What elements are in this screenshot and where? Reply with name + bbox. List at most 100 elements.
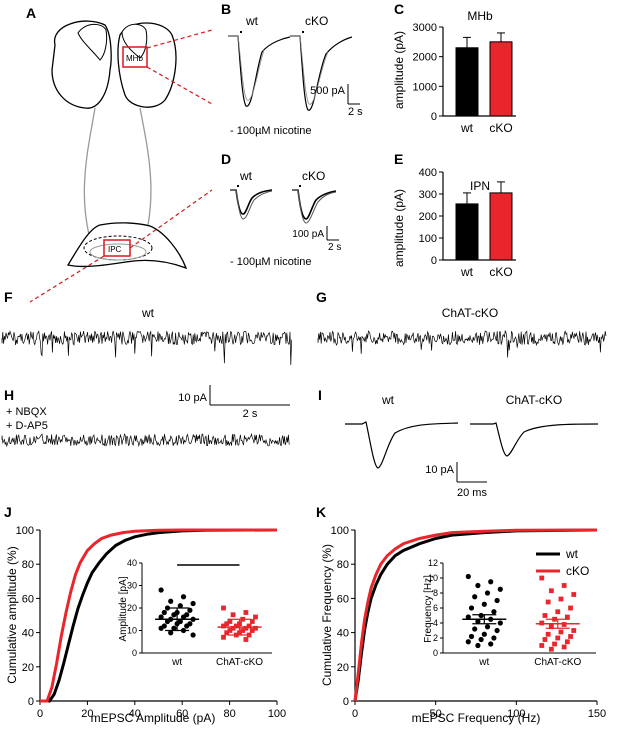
inset-y-tick-label: 10 bbox=[127, 626, 137, 636]
ipc-connector-top bbox=[129, 189, 213, 249]
inset-point bbox=[497, 586, 503, 592]
inset-point bbox=[180, 614, 187, 620]
bar-wt bbox=[455, 47, 479, 117]
bar-cKO bbox=[489, 41, 513, 117]
trace-d-cko-overlay bbox=[292, 189, 337, 224]
inset-point bbox=[494, 627, 500, 634]
cumulative-curve-0 bbox=[40, 528, 278, 703]
left-lobe bbox=[77, 23, 108, 61]
inset-point bbox=[230, 612, 236, 618]
y-tick-label: 100 bbox=[419, 233, 437, 245]
inset-point bbox=[164, 618, 171, 625]
inset-y-tick-label: 10 bbox=[428, 573, 438, 583]
inset-point bbox=[555, 635, 561, 641]
inset-point bbox=[243, 637, 249, 642]
panel-label-i: I bbox=[318, 387, 322, 403]
y-tick-label: 40 bbox=[22, 628, 34, 640]
panel-label-e: E bbox=[394, 151, 403, 167]
inset-point bbox=[558, 629, 564, 635]
trace-h-blocked bbox=[1, 432, 290, 448]
trace-f-wt bbox=[1, 330, 292, 366]
inset-point bbox=[497, 620, 503, 626]
inset-point bbox=[478, 612, 484, 619]
trace-label-f-wt: wt bbox=[141, 306, 155, 320]
inset-point bbox=[548, 624, 554, 630]
inset-y-tick-label: 20 bbox=[127, 603, 137, 613]
right-lobe bbox=[121, 23, 148, 59]
y-tick-label: 1000 bbox=[413, 81, 437, 93]
chart-k-xlabel: mEPSC Frequency (Hz) bbox=[412, 711, 541, 725]
inset-point bbox=[568, 605, 573, 611]
bar-wt bbox=[455, 203, 479, 261]
trace-label-wt: wt bbox=[245, 14, 259, 28]
inset-point bbox=[555, 609, 561, 615]
scale-label-i-y: 10 pA bbox=[425, 464, 454, 476]
x-tick-label: 100 bbox=[507, 708, 525, 720]
inset-point bbox=[545, 599, 551, 605]
chart-j-inset-ylabel: Amplitude [pA] bbox=[118, 576, 129, 641]
inset-y-tick-label: 6 bbox=[433, 603, 438, 613]
panel-label-a: A bbox=[26, 5, 36, 21]
x-tick-label: 150 bbox=[588, 708, 606, 720]
inset-y-tick-label: 0 bbox=[132, 648, 137, 658]
inset-point bbox=[221, 623, 226, 629]
scale-label-b-x: 2 s bbox=[348, 106, 363, 118]
y-tick-label: 20 bbox=[22, 662, 34, 674]
trace-g-cko bbox=[317, 329, 607, 358]
inset-point bbox=[233, 623, 239, 629]
inset-point bbox=[552, 641, 557, 647]
panel-label-k: K bbox=[316, 504, 326, 520]
inset-point bbox=[230, 625, 236, 631]
panel-g: G ChAT-cKO bbox=[316, 289, 607, 358]
scale-label-d-x: 2 s bbox=[328, 242, 341, 253]
y-tick-label: 0 bbox=[343, 696, 349, 708]
inset-point bbox=[168, 630, 174, 636]
inset-category-label: wt bbox=[478, 657, 489, 668]
inset-point bbox=[491, 635, 497, 641]
trace-label-g-cko: ChAT-cKO bbox=[442, 306, 498, 320]
trace-label-cko: cKO bbox=[305, 14, 328, 28]
inset-point bbox=[227, 628, 233, 633]
inset-point bbox=[488, 641, 494, 647]
inset-category-label: wt bbox=[171, 657, 182, 668]
trace-b-wt-overlay bbox=[228, 35, 265, 101]
inset-point bbox=[253, 625, 258, 631]
inset-y-tick-label: 2 bbox=[433, 633, 438, 643]
inset-point bbox=[571, 592, 577, 597]
inset-point bbox=[475, 618, 481, 625]
inset-point bbox=[481, 601, 487, 607]
y-tick-label: 3000 bbox=[413, 22, 437, 34]
inset-background bbox=[142, 559, 272, 653]
chart-k-ylabel: Cumulative Frequency (%) bbox=[320, 544, 334, 686]
panel-f: F wt bbox=[1, 289, 292, 366]
inset-point bbox=[545, 631, 551, 637]
inset-point bbox=[187, 607, 193, 613]
y-tick-label: 40 bbox=[337, 628, 349, 640]
y-tick-label: 80 bbox=[337, 559, 349, 571]
inset-point bbox=[481, 631, 487, 637]
scale-label-i-x: 20 ms bbox=[457, 487, 487, 499]
y-tick-label: 2000 bbox=[413, 52, 437, 64]
inset-point bbox=[468, 633, 475, 640]
inset-point bbox=[161, 609, 167, 616]
cumulative-curve-1 bbox=[40, 528, 277, 703]
inset-point bbox=[465, 573, 471, 580]
inset-point bbox=[472, 594, 478, 600]
x-tick-label: cKO bbox=[489, 265, 512, 279]
inset-point bbox=[484, 624, 491, 630]
y-tick-label: 60 bbox=[337, 593, 349, 605]
chart-c-title: MHb bbox=[467, 9, 493, 23]
scale-label-h-y: 10 pA bbox=[178, 392, 207, 404]
nicotine-note-b: - 100µM nicotine bbox=[230, 125, 312, 137]
inset-point bbox=[227, 619, 233, 624]
x-tick-label: 60 bbox=[176, 708, 188, 720]
inset-point bbox=[177, 603, 183, 609]
inset-point bbox=[158, 614, 164, 620]
y-tick-label: 300 bbox=[419, 189, 437, 201]
ipc-label: IPC bbox=[108, 245, 122, 254]
panel-i: I wt ChAT-cKO 10 pA 20 ms bbox=[318, 387, 599, 499]
panel-label-f: F bbox=[4, 289, 13, 305]
trace-label-cko-d: cKO bbox=[302, 169, 325, 183]
inset-point bbox=[561, 622, 567, 627]
